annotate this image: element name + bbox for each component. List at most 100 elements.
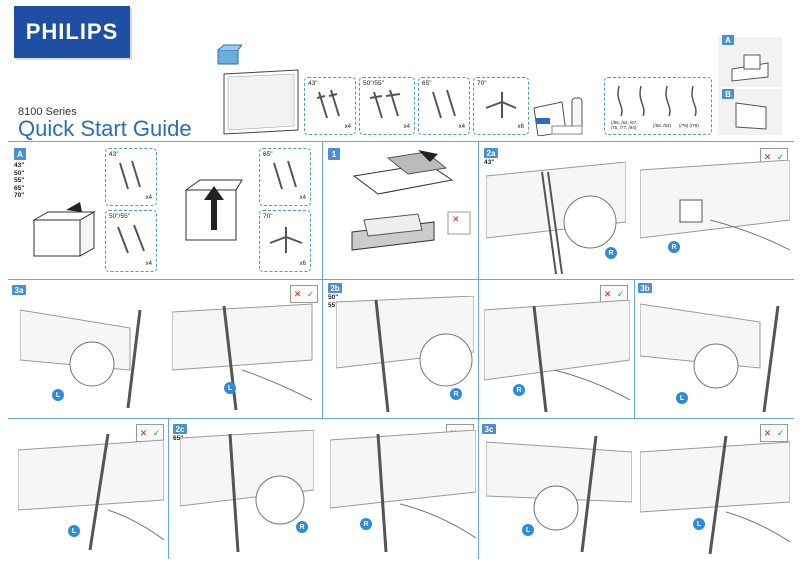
size-label: 65": [14, 184, 25, 192]
right-side-mark: R: [513, 384, 525, 396]
screw-count: x4: [458, 124, 465, 130]
stand-size-label: 65": [422, 80, 432, 87]
unpack-size-list: 43" 50" 55" 65" 70": [14, 162, 24, 200]
screw-count: x4: [344, 124, 351, 130]
unpack-a-badge: A: [14, 148, 26, 160]
correct-icon: ✓: [616, 288, 625, 299]
stand-size-label: 50"/55": [109, 213, 130, 220]
unpack-stand-50-55: 50"/55" x4: [105, 210, 157, 272]
manual-and-remote-image: [532, 96, 602, 136]
stand-size-label: 43": [308, 80, 318, 87]
divider: [8, 418, 794, 420]
divider: [8, 141, 794, 143]
stand-legs-illustration: [273, 160, 297, 190]
stand-legs-illustration: [119, 160, 141, 190]
step-3b-illustration: [640, 296, 790, 412]
correct-icon: ✓: [152, 427, 161, 438]
step-3b-badge: 3b: [638, 283, 652, 293]
correct-incorrect-indicator: ✕✓: [760, 424, 788, 442]
left-side-mark: L: [224, 382, 236, 394]
option-a-image: A: [718, 35, 782, 87]
step-2b-sizes: 50" 55": [328, 294, 338, 309]
stand-box-43: 43" x4: [304, 77, 356, 135]
divider: [8, 279, 794, 281]
step-3a-badge: 3a: [12, 285, 26, 295]
step-2a-illustration-right: [640, 160, 790, 270]
box-contents-icon: [216, 44, 242, 66]
option-a-badge: A: [722, 35, 734, 45]
right-side-mark: R: [360, 518, 372, 530]
right-side-mark: R: [668, 241, 680, 253]
size-label: 70": [14, 192, 25, 199]
size-label: 50": [14, 169, 25, 177]
power-cables-illustration: [617, 85, 697, 117]
stand-size-label: 70": [263, 213, 273, 220]
stand-size-label: 50"/55": [363, 80, 384, 87]
size-label: 55": [328, 301, 339, 309]
cable-label: (/79) (/79): [679, 123, 699, 128]
step-2a-badge: 2a: [484, 148, 498, 158]
screw-count: x4: [145, 195, 152, 201]
divider: [478, 419, 480, 559]
incorrect-icon: ✕: [763, 427, 772, 438]
incorrect-icon: ✕: [139, 427, 148, 438]
step-3c-badge: 3c: [482, 424, 496, 434]
left-side-mark: L: [68, 525, 80, 537]
step-2c-illustration-right: [330, 430, 476, 552]
stand-box-65: 65" x4: [418, 77, 470, 135]
stand-size-label: 70": [477, 80, 487, 87]
stand-legs-illustration: [316, 89, 340, 119]
step-3c-illustration-1: [486, 432, 632, 552]
tv-panel-image: [222, 68, 300, 136]
screw-count: x4: [403, 124, 410, 130]
unpack-stand-70: 70" x6: [259, 210, 311, 272]
step-3b-illustration-2: [18, 430, 164, 552]
unpack-stand-65: 65" x4: [259, 148, 311, 206]
power-cables-box: (/56, /62, /67, /75, /77, /94) (/58, /62…: [604, 77, 712, 135]
step-3c-illustration-2: [640, 432, 790, 554]
step-2b-illustration-right: [484, 300, 630, 412]
correct-icon: ✓: [306, 288, 315, 299]
step-1-badge: 1: [328, 148, 340, 160]
screw-count: x6: [299, 261, 306, 267]
stand-legs-illustration: [485, 92, 517, 118]
stand-size-label: 65": [263, 151, 273, 158]
stand-size-label: 43": [109, 151, 119, 158]
divider: [322, 142, 324, 279]
incorrect-icon: ✕: [763, 151, 772, 162]
cable-label: (/56, /62, /67, /75, /77, /94): [611, 120, 638, 130]
correct-icon: ✓: [776, 427, 785, 438]
step-2c-illustration-left: [180, 430, 314, 552]
incorrect-icon: ✕: [293, 288, 302, 299]
lift-tv-from-box-image: [180, 170, 250, 266]
stand-box-50-55: 50"/55" x4: [359, 77, 415, 135]
step-2b-badge: 2b: [328, 283, 342, 293]
size-label: 50": [328, 294, 339, 301]
option-b-image: B: [718, 89, 782, 135]
svg-text:✕: ✕: [452, 215, 460, 225]
step-1-illustration: ✕: [348, 150, 474, 272]
stand-legs-illustration: [117, 224, 145, 254]
step-2a-size: 43": [484, 159, 495, 166]
stand-legs-illustration: [369, 89, 401, 119]
correct-icon: ✓: [776, 151, 785, 162]
unpack-stand-43: 43" x4: [105, 148, 157, 206]
open-box-image: [30, 200, 100, 260]
stand-box-70: 70" x6: [473, 77, 529, 135]
left-side-mark: L: [52, 389, 64, 401]
screw-count: x4: [145, 261, 152, 267]
cable-label: (/58, /62): [653, 123, 672, 128]
screw-count: x6: [517, 124, 524, 130]
left-side-mark: L: [676, 392, 688, 404]
incorrect-icon: ✕: [603, 288, 612, 299]
step-3a-illustration-2: [172, 300, 317, 412]
philips-logo: PHILIPS: [14, 6, 130, 58]
divider: [478, 142, 480, 279]
step-2a-illustration-left: [486, 162, 626, 276]
stand-legs-illustration: [269, 227, 303, 253]
size-label: 43": [14, 162, 25, 169]
size-label: 55": [14, 177, 25, 184]
correct-incorrect-indicator: ✕✓: [290, 285, 318, 303]
screw-count: x4: [299, 195, 306, 201]
divider: [168, 419, 170, 559]
